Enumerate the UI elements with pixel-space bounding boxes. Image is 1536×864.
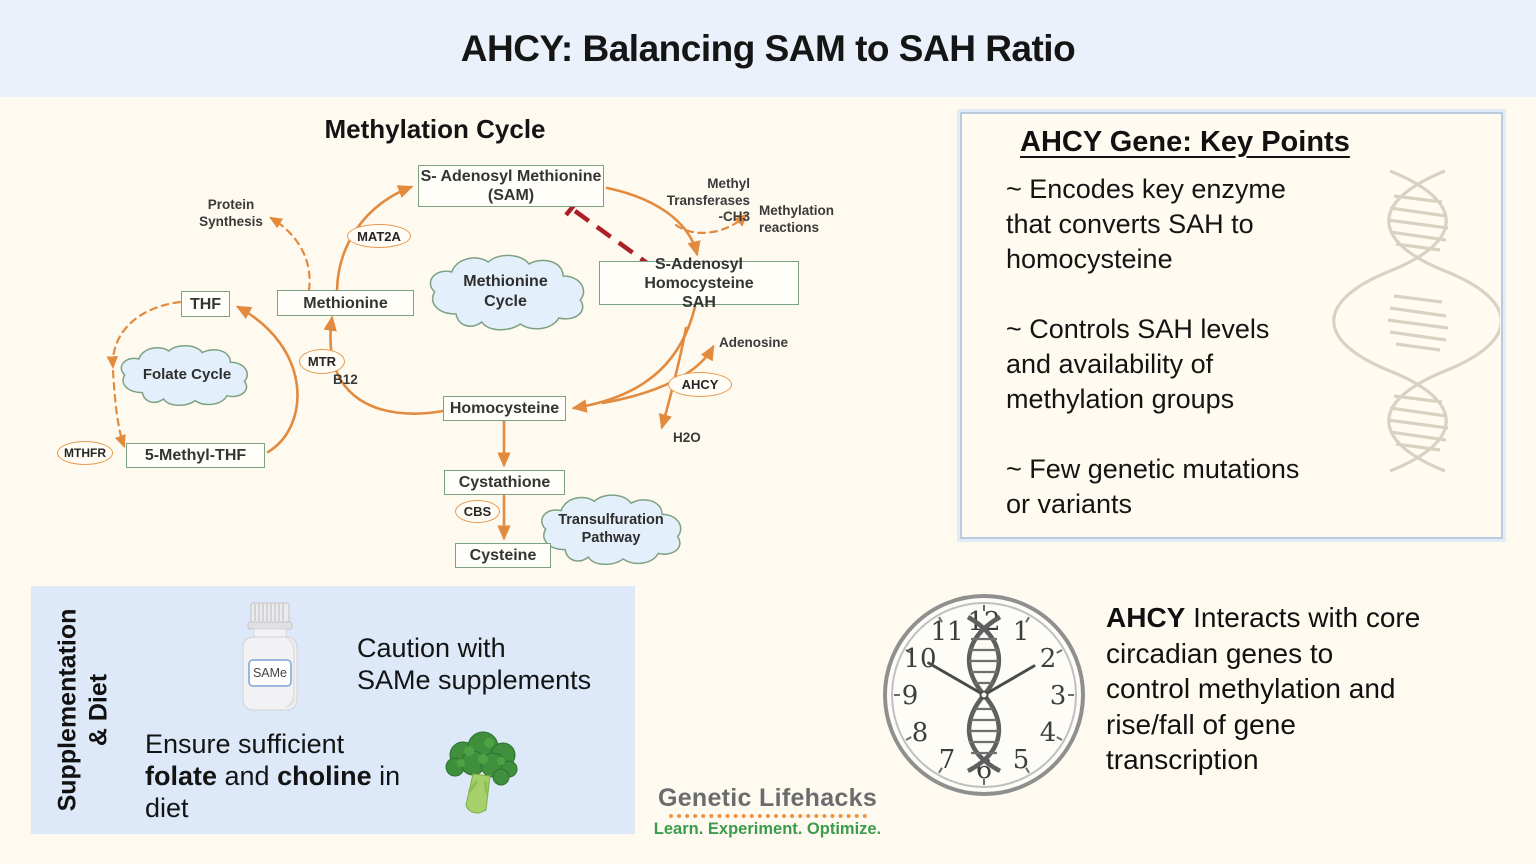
key-point-1: ~ Encodes key enzyme that converts SAH t… <box>1006 174 1286 274</box>
methyl-thf-box: 5-Methyl-THF <box>126 443 265 468</box>
methionine-cycle-cloud <box>430 255 583 329</box>
dna-helix-sketch <box>1332 169 1500 473</box>
key-point-3: ~ Few genetic mutations or variants <box>1006 454 1300 519</box>
svg-text:1: 1 <box>1013 617 1030 647</box>
diet-text-mid: and <box>217 761 278 791</box>
ahcy-enzyme-oval: AHCY <box>668 372 732 397</box>
folate-cycle-cloud <box>121 346 247 405</box>
supplementation-diet-box: Supplementation & Diet SAMe Caution with… <box>31 586 635 834</box>
circadian-gene-name: AHCY <box>1106 602 1186 633</box>
mtr-enzyme-oval: MTR <box>299 349 345 374</box>
arrow-homocysteine-to-methionine <box>323 315 445 415</box>
key-points-panel: AHCY Gene: Key Points ~ Encodes key enzy… <box>960 112 1503 539</box>
cbs-enzyme-oval: CBS <box>455 500 500 523</box>
cystathione-box: Cystathione <box>444 470 565 495</box>
methionine-box: Methionine <box>277 290 414 316</box>
broccoli-icon <box>445 731 518 814</box>
diet-folate: folate <box>145 761 218 791</box>
adenosine-label: Adenosine <box>719 335 789 350</box>
svg-text:7: 7 <box>939 745 956 775</box>
diet-text-post: in diet <box>145 761 401 823</box>
same-bottle-icon: SAMe <box>242 602 298 711</box>
circadian-clock-icon: 1 2 3 4 5 6 7 8 9 10 11 12 <box>883 594 1085 796</box>
diet-text: Ensure sufficient folate and choline in … <box>145 728 400 824</box>
clock-ticks <box>894 605 1074 785</box>
clock-numbers: 1 2 3 4 5 6 7 8 9 10 11 12 <box>902 607 1067 785</box>
dashed-to-protein-synthesis <box>269 216 311 292</box>
cysteine-box: Cysteine <box>455 543 551 568</box>
inhibition-line <box>564 196 649 265</box>
arrow-methylthf-to-thf <box>235 305 299 454</box>
svg-text:5: 5 <box>1013 745 1030 775</box>
title-banner: AHCY: Balancing SAM to SAH Ratio <box>0 0 1536 97</box>
mthfr-enzyme-oval: MTHFR <box>57 441 113 465</box>
methylation-reactions-label: Methylation reactions <box>759 203 835 235</box>
circadian-text-body: Interacts with core circadian genes to c… <box>1106 602 1421 775</box>
key-points-title: AHCY Gene: Key Points <box>1020 126 1350 158</box>
caution-text: Caution with SAMe supplements <box>357 633 592 695</box>
thf-box: THF <box>181 291 230 317</box>
circadian-text: AHCY Interacts with core circadian genes… <box>1106 600 1466 778</box>
mat2a-enzyme-oval: MAT2A <box>347 224 411 248</box>
genetic-lifehacks-logo: Genetic Lifehacks Learn. Experiment. Opt… <box>650 784 885 839</box>
clock-dna-rungs <box>969 637 999 755</box>
diet-choline: choline <box>277 761 372 791</box>
key-point-2: ~ Controls SAH levels and availability o… <box>1006 314 1270 414</box>
logo-tagline: Learn. Experiment. Optimize. <box>653 820 882 838</box>
methyl-transferases-label: Methyl Transferases -CH3 <box>666 176 750 224</box>
svg-text:9: 9 <box>902 681 919 711</box>
dashed-arrows <box>106 213 748 449</box>
sah-inhibits-sam-line <box>573 209 649 265</box>
clock-hands <box>927 661 1036 697</box>
sah-box: S-Adenosyl Homocysteine SAH <box>599 256 799 311</box>
bottle-label-text: SAMe <box>253 666 287 680</box>
svg-text:10: 10 <box>903 644 936 674</box>
folate-cycle-label: Folate Cycle <box>142 366 232 383</box>
svg-text:2: 2 <box>1040 644 1057 674</box>
h2o-label: H2O <box>673 430 701 445</box>
transulfuration-cloud <box>542 495 681 564</box>
arrow-sam-to-sah <box>605 186 701 257</box>
logo-name: Genetic Lifehacks <box>657 784 878 812</box>
diagram-title: Methylation Cycle <box>324 114 546 144</box>
svg-text:8: 8 <box>912 718 929 748</box>
diet-text-pre: Ensure sufficient <box>145 729 345 759</box>
methionine-cycle-label: Methionine Cycle <box>463 273 548 310</box>
homocysteine-box: Homocysteine <box>443 396 566 421</box>
logo-dotted-divider <box>668 814 867 818</box>
dashed-to-methylthf <box>111 369 126 449</box>
arrow-sah-to-homocysteine <box>571 305 697 413</box>
dashed-thf-down-left <box>106 300 182 370</box>
cloud-shapes <box>121 255 680 564</box>
transulfuration-label: Transulfuration Pathway <box>558 512 664 546</box>
b12-label: B12 <box>333 372 358 387</box>
dashed-to-methylation-reactions <box>674 213 748 234</box>
supplementation-heading-wrap: Supplementation & Diet <box>31 586 135 834</box>
sam-box: S- Adenosyl Methionine (SAM) <box>418 165 604 207</box>
svg-text:3: 3 <box>1050 681 1067 711</box>
svg-text:4: 4 <box>1040 718 1057 748</box>
svg-text:11: 11 <box>930 617 963 647</box>
protein-synthesis-label: Protein Synthesis <box>199 197 263 229</box>
supplementation-heading: Supplementation & Diet <box>53 608 113 812</box>
page-title: AHCY: Balancing SAM to SAH Ratio <box>460 27 1076 69</box>
